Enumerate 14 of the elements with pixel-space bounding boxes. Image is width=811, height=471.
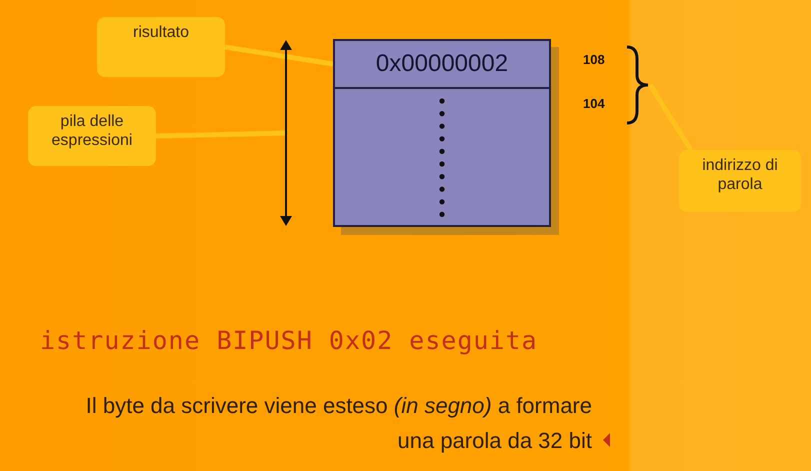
caption-text: Il byte da scrivere viene esteso (in segno) a formare una parola da 32 bit <box>84 392 592 455</box>
slide-title: istruzione BIPUSH 0x02 eseguita <box>40 326 539 355</box>
callout-box: pila delle espressioni <box>28 106 156 166</box>
stack-cell: 0x00000002 <box>333 39 551 89</box>
stack-cell <box>333 87 551 227</box>
callout-box: risultato <box>97 17 225 77</box>
curly-brace <box>624 45 650 125</box>
address-label: 108 <box>583 52 605 67</box>
leader-line <box>224 44 334 66</box>
leader-line <box>156 130 286 138</box>
double-arrow <box>280 40 292 226</box>
address-label: 104 <box>583 96 605 111</box>
callout-box: indirizzo di parola <box>679 150 801 212</box>
leader-line <box>648 84 694 152</box>
